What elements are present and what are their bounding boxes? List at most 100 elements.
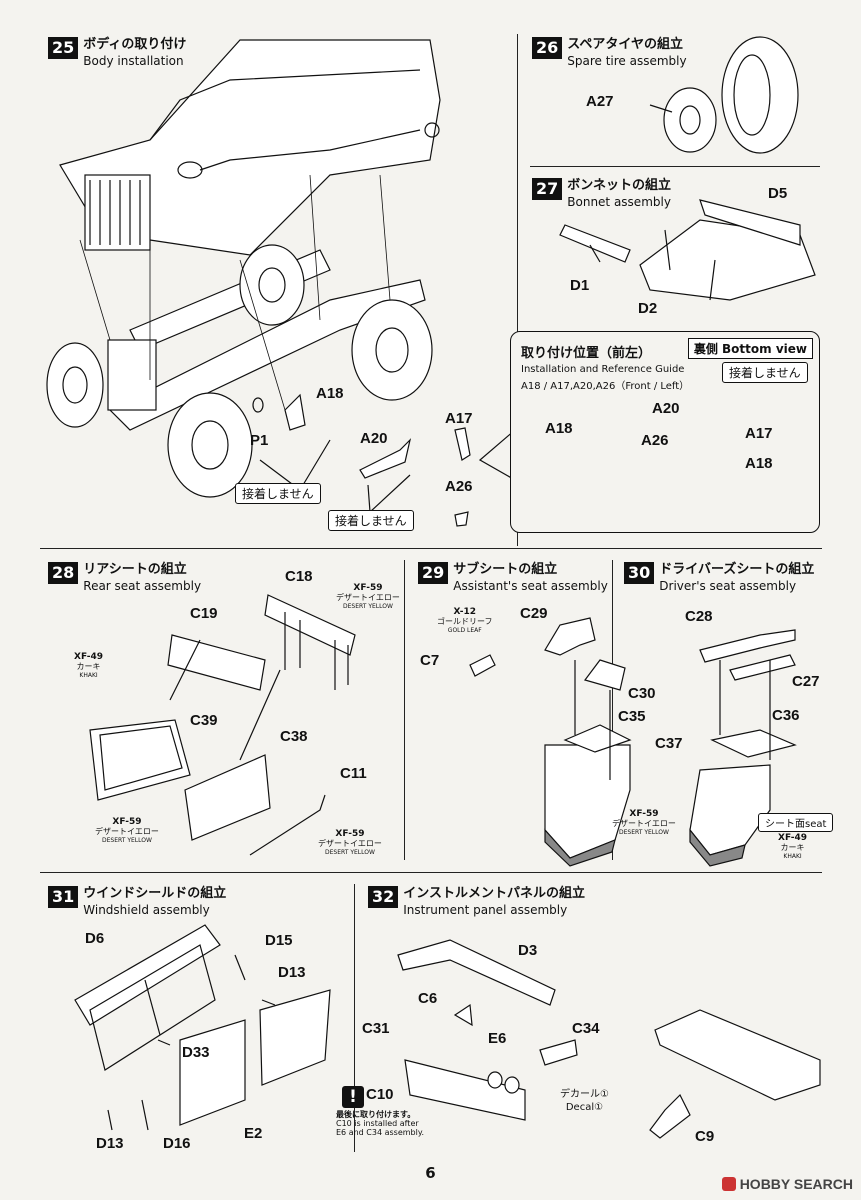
guide-label-a18: A18 (545, 420, 573, 437)
separator-vertical-mid1 (404, 560, 405, 860)
part-label-e6: E6 (488, 1030, 507, 1047)
paint-note-xf59-2: XF-59 デザートイエロー DESERT YELLOW (95, 818, 159, 845)
step-title-en: Rear seat assembly (83, 579, 202, 593)
step-number: 30 (624, 562, 655, 584)
paint-note-xf49-1: XF-49 カーキ KHAKI (74, 653, 103, 680)
step-title-en: Body installation (83, 54, 184, 68)
part-label-d3: D3 (518, 942, 538, 959)
paint-name-en: DESERT YELLOW (619, 829, 669, 836)
paint-note-x12: X-12 ゴールドリーフ GOLD LEAF (437, 608, 493, 635)
part-label-d5: D5 (768, 185, 788, 202)
driver-seat-drawing (689, 629, 797, 867)
guide-parts-list: A18 / A17,A20,A26（Front / Left） (521, 381, 690, 392)
part-label-c10: C10 (366, 1086, 394, 1103)
decal-ja: デカール① (560, 1089, 609, 1100)
part-label-c34: C34 (572, 1020, 600, 1037)
step-number: 29 (418, 562, 449, 584)
step-number: 26 (532, 37, 563, 59)
step-title-en: Bonnet assembly (567, 195, 671, 209)
step-29-header: 29 サブシートの組立 Assistant's seat assembly (418, 562, 608, 594)
part-label-d33: D33 (182, 1044, 210, 1061)
step-number: 28 (48, 562, 79, 584)
separator-step26-27 (530, 166, 820, 167)
instrument-panel-drawing (397, 939, 821, 1139)
seat-surface-badge: シート面seat (758, 813, 834, 832)
no-glue-note-1: 接着しません (235, 483, 321, 504)
hobby-search-logo-icon (721, 1177, 736, 1191)
paint-code: XF-59 (335, 829, 365, 839)
part-label-d15: D15 (265, 932, 293, 949)
step-number: 32 (368, 886, 399, 908)
step-number: 25 (48, 37, 79, 59)
bottom-view-badge: 裏側 Bottom view (687, 338, 813, 359)
bonnet-drawing (559, 199, 816, 301)
part-label-a17: A17 (445, 410, 473, 427)
part-label-c31: C31 (362, 1020, 390, 1037)
part-label-a26: A26 (445, 478, 473, 495)
paint-name-en: KHAKI (783, 853, 802, 860)
paint-name-en: DESERT YELLOW (325, 849, 375, 856)
decal-note: デカール① Decal① (560, 1088, 609, 1114)
paint-note-xf49-2: XF-49 カーキ KHAKI (778, 834, 807, 861)
separator-horizontal-2 (40, 872, 822, 873)
part-label-c11: C11 (340, 765, 367, 782)
part-label-d1: D1 (570, 277, 590, 294)
chassis-drawing (46, 244, 433, 498)
step-title-ja: インストルメントパネルの組立 (403, 886, 586, 901)
guide-label-a20: A20 (652, 400, 680, 417)
decal-en: Decal① (565, 1102, 604, 1113)
part-label-c35: C35 (618, 708, 646, 725)
part-label-c28: C28 (685, 608, 713, 625)
part-label-c38: C38 (280, 728, 308, 745)
part-label-d13-bottom: D13 (96, 1135, 124, 1152)
paint-code: XF-49 (74, 652, 104, 662)
step-title-en: Spare tire assembly (567, 54, 687, 68)
part-label-d2: D2 (638, 300, 658, 317)
assistant-seat-drawing (469, 617, 632, 867)
part-label-a20: A20 (360, 430, 388, 447)
part-label-e2: E2 (244, 1125, 263, 1142)
part-label-c27: C27 (792, 673, 820, 690)
step-title-ja: スペアタイヤの組立 (567, 37, 683, 52)
caution-note-ja: 最後に取り付けます。 (336, 1110, 416, 1119)
part-label-c9: C9 (695, 1128, 715, 1145)
step-title-en: Assistant's seat assembly (453, 579, 608, 593)
part-label-c19: C19 (190, 605, 218, 622)
caution-note-en1: C10 is installed after (336, 1119, 419, 1128)
page-number: 6 (425, 1164, 436, 1182)
part-label-a18: A18 (316, 385, 344, 402)
watermark: HOBBY SEARCH (721, 1176, 853, 1192)
paint-name-ja: カーキ (780, 843, 805, 852)
paint-code: XF-59 (353, 583, 383, 593)
part-label-c39: C39 (190, 712, 218, 729)
part-label-p1: P1 (250, 432, 269, 449)
watermark-text: HOBBY SEARCH (739, 1176, 853, 1192)
part-label-d13-top: D13 (278, 964, 306, 981)
paint-name-ja: デザートイエロー (336, 593, 400, 602)
step-26-header: 26 スペアタイヤの組立 Spare tire assembly (532, 37, 687, 69)
step-title-en: Instrument panel assembly (403, 903, 568, 917)
paint-name-ja: デザートイエロー (612, 819, 676, 828)
step-32-header: 32 インストルメントパネルの組立 Instrument panel assemb… (368, 886, 585, 918)
paint-note-xf59-4: XF-59 デザートイエロー DESERT YELLOW (612, 810, 676, 837)
rear-seat-drawing (89, 594, 356, 856)
caution-note: 最後に取り付けます。 C10 is installed after E6 and… (336, 1110, 424, 1137)
caution-icon: ! (342, 1086, 364, 1108)
paint-code: XF-49 (778, 833, 808, 843)
separator-vertical-top (517, 34, 518, 546)
step-title-ja: サブシートの組立 (453, 562, 558, 577)
caution-note-en2: E6 and C34 assembly. (336, 1128, 424, 1137)
part-label-c36: C36 (772, 707, 800, 724)
paint-name-en: DESERT YELLOW (102, 837, 152, 844)
paint-code: XF-59 (629, 809, 659, 819)
part-label-c6: C6 (418, 990, 438, 1007)
step-title-ja: ドライバーズシートの組立 (659, 562, 815, 577)
guide-label-a18b: A18 (745, 455, 773, 472)
paint-name-ja: ゴールドリーフ (437, 617, 493, 626)
paint-name-en: KHAKI (79, 672, 98, 679)
